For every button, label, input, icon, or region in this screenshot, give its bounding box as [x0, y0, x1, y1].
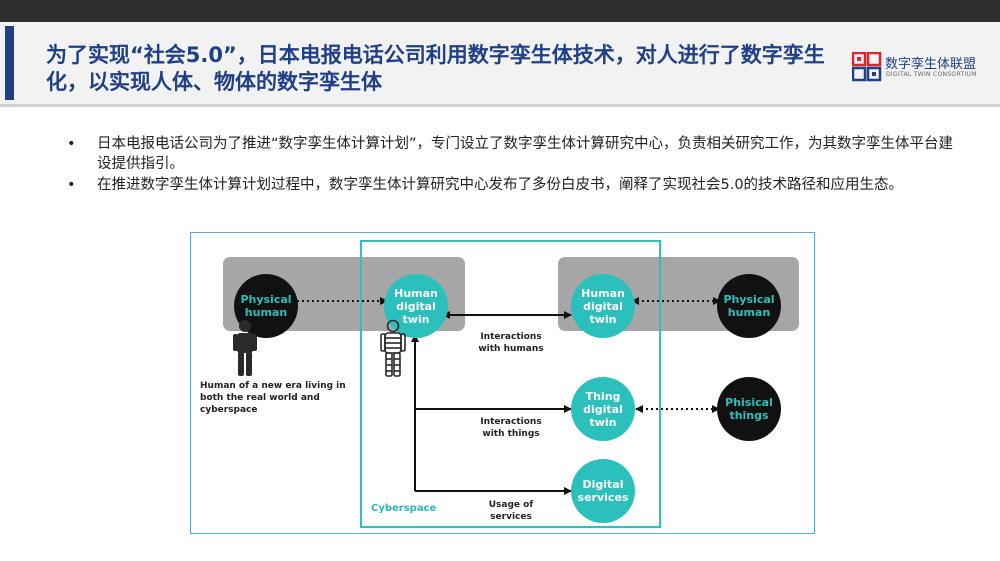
node-human-digital-twin-right: Human digital twin	[571, 274, 635, 338]
label-cyberspace: Cyberspace	[371, 503, 437, 514]
bullet-text: 在推进数字孪生体计算计划过程中，数字孪生体计算研究中心发布了多份白皮书，阐释了实…	[97, 177, 904, 193]
consortium-logo-icon	[852, 52, 882, 82]
title-separator	[0, 104, 1000, 107]
bullet-dot: •	[67, 177, 76, 193]
label-human-of-new-era: Human of a new era living in both the re…	[200, 381, 346, 415]
bullet-list: • 日本电报电话公司为了推进“数字孪生体计算计划”，专门设立了数字孪生体计算研究中…	[67, 134, 957, 196]
node-thing-digital-twin: Thing digital twin	[571, 377, 635, 441]
physical-person-icon	[233, 320, 257, 376]
label-interactions-with-humans: Interactions with humans	[478, 332, 544, 354]
bullet-dot: •	[67, 136, 76, 152]
consortium-logo: 数字孪生体联盟 DIGITAL TWIN CONSORTIUM	[852, 50, 977, 84]
node-digital-services: Digital services	[571, 459, 635, 523]
slide: 为了实现“社会5.0”，日本电报电话公司利用数字孪生体技术，对人进行了数字孪生化…	[0, 22, 1000, 561]
consortium-english-name: DIGITAL TWIN CONSORTIUM	[886, 71, 977, 78]
consortium-name: 数字孪生体联盟	[885, 57, 977, 72]
connector-lines	[276, 297, 721, 495]
title-accent-bar	[5, 26, 14, 100]
slide-title: 为了实现“社会5.0”，日本电报电话公司利用数字孪生体技术，对人进行了数字孪生化…	[46, 43, 825, 94]
digital-twin-diagram: Physical human Human digital twin Human …	[190, 232, 815, 534]
label-interactions-with-things: Interactions with things	[480, 417, 542, 439]
node-physical-human-right: Physical human	[717, 274, 781, 338]
bullet-item: • 在推进数字孪生体计算计划过程中，数字孪生体计算研究中心发布了多份白皮书，阐释了…	[67, 175, 957, 195]
node-physical-things: Phisical things	[717, 377, 781, 441]
cyberspace-frame	[360, 240, 661, 528]
label-usage-of-services: Usage of services	[488, 500, 534, 522]
title-bar: 为了实现“社会5.0”，日本电报电话公司利用数字孪生体技术，对人进行了数字孪生化…	[0, 22, 1000, 104]
digital-person-icon	[380, 319, 406, 377]
bullet-item: • 日本电报电话公司为了推进“数字孪生体计算计划”，专门设立了数字孪生体计算研究中…	[67, 134, 957, 174]
node-human-digital-twin-left: Human digital twin	[384, 274, 448, 338]
bullet-text: 日本电报电话公司为了推进“数字孪生体计算计划”，专门设立了数字孪生体计算研究中心…	[97, 136, 954, 172]
